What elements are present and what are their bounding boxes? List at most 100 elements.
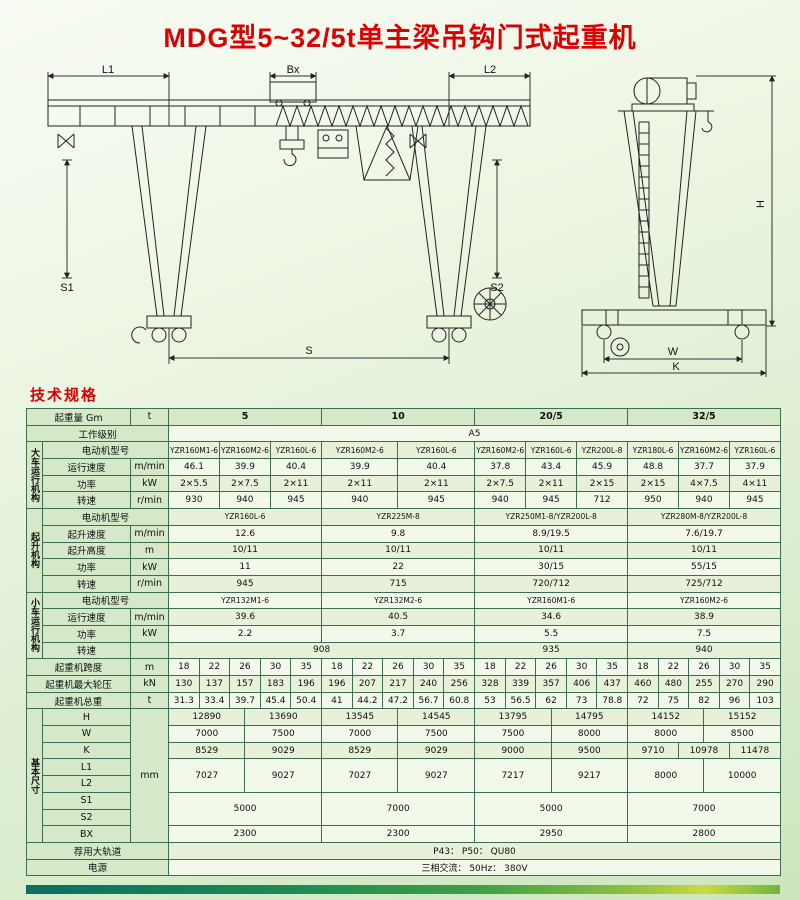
spec-cell: 37.7 xyxy=(678,458,730,476)
dim-label-s2: S2 xyxy=(490,282,503,294)
row-label: 电源 xyxy=(25,858,170,877)
row-label: 转速 xyxy=(41,641,132,660)
spec-cell: 2×11 xyxy=(397,474,476,493)
spec-cell: 207 xyxy=(351,675,384,693)
spec-cell: 45.4 xyxy=(259,691,292,710)
spec-cell: 18 xyxy=(321,658,353,676)
spec-cell: 2300 xyxy=(321,825,476,843)
unit-cell: r/min xyxy=(130,491,170,510)
unit-cell: m/min xyxy=(130,524,170,543)
row-label: 起重机最大轮压 xyxy=(25,675,132,693)
spec-cell: 137 xyxy=(198,675,231,693)
spec-cell: 712 xyxy=(576,491,629,510)
unit-cell: m/min xyxy=(130,458,170,476)
motor-model-cell: YZR225M-8 xyxy=(321,508,476,526)
row-label: 功率 xyxy=(41,558,132,576)
spec-cell: 10/11 xyxy=(321,541,476,560)
spec-cell: 2×15 xyxy=(627,474,679,493)
dim-label-l2: L2 xyxy=(484,64,496,76)
spec-cell: 46.1 xyxy=(168,458,220,476)
spec-cell: 4×7.5 xyxy=(678,474,730,493)
spec-cell: 7027 xyxy=(321,758,399,793)
spec-cell: 三相交流： 50Hz： 380V xyxy=(168,858,781,877)
spec-cell: 8529 xyxy=(321,741,399,760)
spec-cell: 10/11 xyxy=(474,541,629,560)
spec-cell: 22 xyxy=(321,558,476,576)
spec-cell: 945 xyxy=(728,491,781,510)
motor-model-cell: YZR200L-8 xyxy=(576,441,629,460)
hoist-machinery xyxy=(618,77,714,133)
spec-cell: 7500 xyxy=(397,725,476,743)
spec-cell: 9027 xyxy=(397,758,476,793)
spec-cell: 8.9/19.5 xyxy=(474,524,629,543)
spec-cell: 62 xyxy=(535,691,567,710)
capacity-header: 20/5 xyxy=(474,408,629,426)
spec-cell: 240 xyxy=(412,675,445,693)
dim-label-k: K xyxy=(672,361,680,373)
spec-cell: 8500 xyxy=(703,725,781,743)
dim-label-s1: S1 xyxy=(60,282,73,294)
spec-cell: 5000 xyxy=(474,791,629,827)
row-label: 起升速度 xyxy=(41,524,132,543)
spec-cell: 56.7 xyxy=(412,691,445,710)
spec-cell: 940 xyxy=(321,491,399,510)
spec-cell: 75 xyxy=(657,691,690,710)
spec-cell: 45.9 xyxy=(576,458,629,476)
spec-cell: 196 xyxy=(290,675,323,693)
unit-cell: kW xyxy=(130,474,170,493)
spec-cell: 30 xyxy=(259,658,292,676)
spec-cell: 2×11 xyxy=(525,474,578,493)
unit-cell: kW xyxy=(130,624,170,643)
motor-model-cell: YZR160M1-6 xyxy=(474,591,629,610)
spec-cell: 9000 xyxy=(474,741,552,760)
spec-cell: 715 xyxy=(321,574,476,593)
spec-cell: 339 xyxy=(504,675,537,693)
motor-model-cell: YZR160L-6 xyxy=(269,441,323,460)
spec-cell: 940 xyxy=(678,491,730,510)
spec-cell: 39.9 xyxy=(321,458,399,476)
spec-cell: 18 xyxy=(474,658,506,676)
spec-cell: 35 xyxy=(749,658,781,676)
motor-model-cell: YZR160L-6 xyxy=(168,508,323,526)
spec-cell: 930 xyxy=(168,491,220,510)
spec-cell: 10000 xyxy=(703,758,781,793)
motor-model-cell: YZR250M1-8/YZR200L-8 xyxy=(474,508,629,526)
spec-cell: 328 xyxy=(474,675,506,693)
spec-cell: 157 xyxy=(229,675,261,693)
row-label: H xyxy=(41,708,132,727)
spec-cell: 7000 xyxy=(321,791,476,827)
motor-model-cell: YZR160L-6 xyxy=(397,441,476,460)
spec-cell: 18 xyxy=(627,658,659,676)
spec-cell: 2800 xyxy=(627,825,781,843)
row-label: 功率 xyxy=(41,624,132,643)
row-label: 工作级别 xyxy=(25,424,170,443)
spec-cell: 255 xyxy=(688,675,720,693)
spec-cell: 12.6 xyxy=(168,524,323,543)
spec-cell: 103 xyxy=(749,691,781,710)
machinery-cab xyxy=(317,125,419,181)
spec-cell: 73 xyxy=(565,691,598,710)
hook xyxy=(279,126,305,167)
spec-cell: 945 xyxy=(269,491,323,510)
row-group-label: 基本尺寸 xyxy=(26,708,43,843)
spec-cell: 47.2 xyxy=(382,691,414,710)
row-label: 功率 xyxy=(41,474,132,493)
spec-cell: 22 xyxy=(504,658,537,676)
motor-model-cell: YZR160M2-6 xyxy=(321,441,399,460)
spec-cell: 7500 xyxy=(474,725,552,743)
row-label: 转速 xyxy=(41,574,132,593)
motor-model-cell: YZR160M2-6 xyxy=(627,591,781,610)
trolley xyxy=(269,81,317,107)
spec-cell: 217 xyxy=(382,675,414,693)
spec-cell: 38.9 xyxy=(627,608,781,626)
side-view xyxy=(581,75,776,377)
spec-cell: P43： P50： QU80 xyxy=(168,841,781,860)
